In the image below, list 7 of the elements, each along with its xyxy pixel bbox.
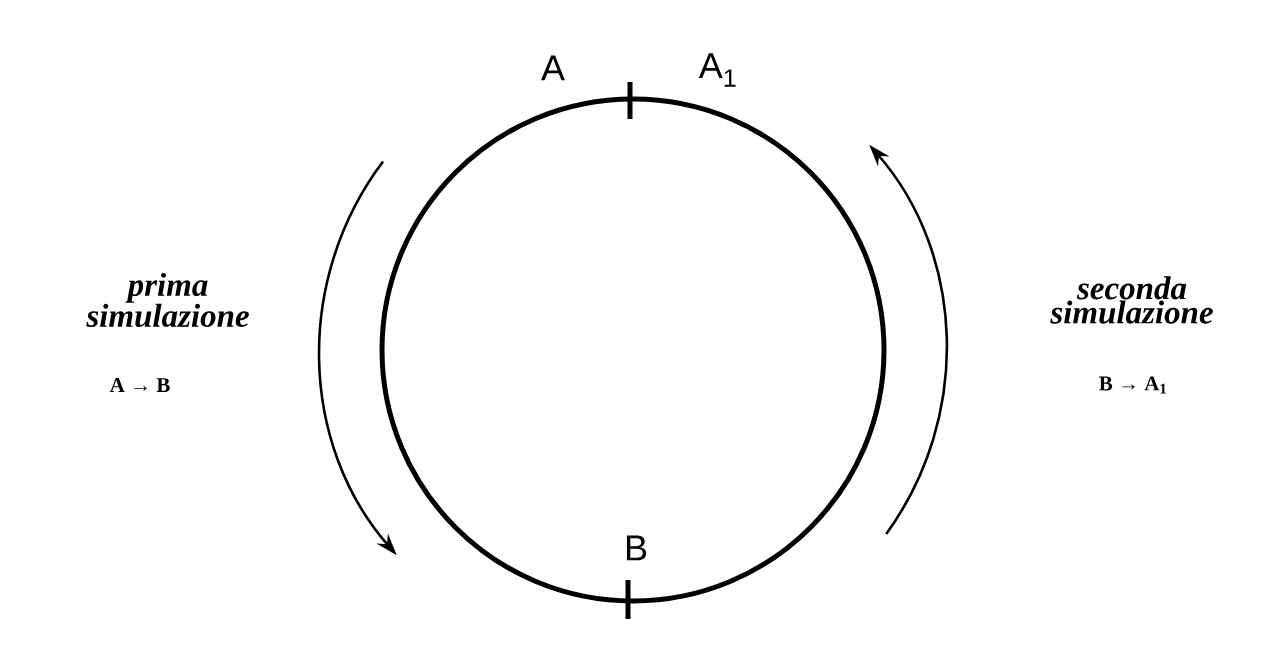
point-label: A$_{1}$ xyxy=(698,53,736,87)
point-label: B xyxy=(626,535,647,561)
simulation-label: seconda simulazione xyxy=(1050,276,1213,324)
direction-label: A → B xyxy=(109,378,170,392)
direction-label: B → A$_{1}$ xyxy=(1099,376,1166,394)
point-label: A xyxy=(541,55,565,81)
simulation-label: prima simulazione xyxy=(86,272,249,328)
